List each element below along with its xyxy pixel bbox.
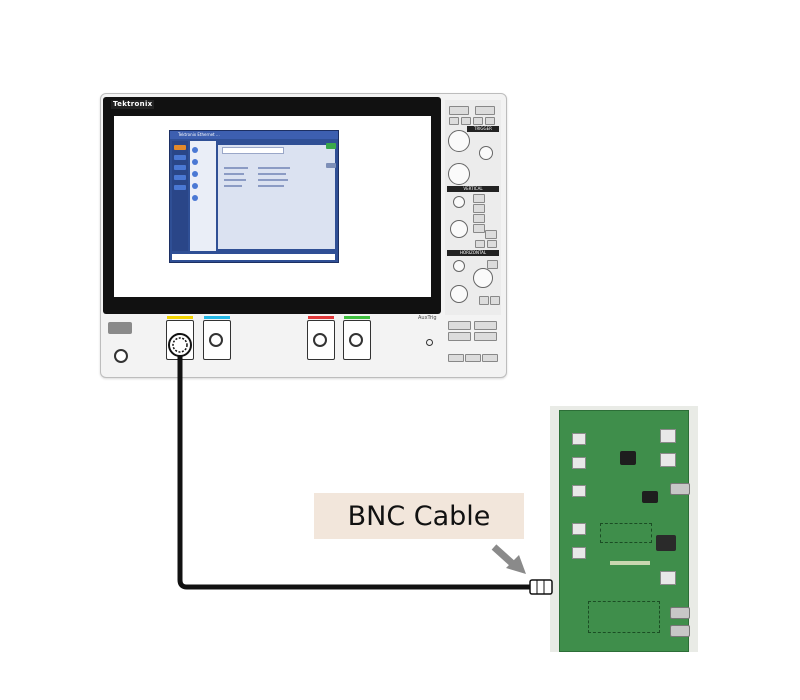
pointer-arrow (491, 544, 526, 574)
ch3-color-bar (308, 316, 334, 319)
step-marker (192, 195, 198, 201)
ch4-color-bar (344, 316, 370, 319)
dropdown-field[interactable] (222, 147, 284, 154)
step-marker (192, 183, 198, 189)
board-cable-plug (529, 579, 553, 595)
step-marker (192, 147, 198, 153)
scope-control-panel: TRIGGER VERTICAL HORIZONTAL (445, 100, 501, 315)
trigger-level-knob[interactable] (479, 146, 493, 160)
list-item (224, 167, 248, 169)
software-sidebar (172, 141, 188, 251)
sidebar-button[interactable] (174, 165, 186, 170)
software-step-list (190, 141, 216, 251)
scope-brand-logo: Tektronix (111, 100, 155, 109)
run-indicator[interactable] (326, 143, 336, 149)
bnc-cable-label: BNC Cable (314, 493, 524, 539)
sidebar-button[interactable] (174, 175, 186, 180)
front-button[interactable] (448, 332, 471, 341)
list-item (258, 173, 286, 175)
ch1-color-bar (167, 316, 193, 319)
channel-button[interactable] (473, 224, 485, 233)
channel-button[interactable] (473, 204, 485, 213)
panel-button[interactable] (449, 117, 459, 125)
panel-button[interactable] (485, 117, 495, 125)
board-trace-area (588, 601, 660, 633)
front-button[interactable] (448, 354, 464, 362)
panel-button[interactable] (473, 117, 483, 125)
lower-knob[interactable] (448, 163, 470, 185)
channel-button[interactable] (473, 194, 485, 203)
panel-button[interactable] (487, 260, 498, 269)
front-button[interactable] (448, 321, 471, 330)
sidebar-button[interactable] (174, 185, 186, 190)
vertical-scale-knob[interactable] (450, 220, 468, 238)
panel-button[interactable] (490, 296, 500, 305)
front-button[interactable] (465, 354, 481, 362)
board-bnc-connector (670, 483, 690, 495)
board-bnc-connector (670, 607, 690, 619)
board-bnc-connector (670, 625, 690, 637)
panel-button[interactable] (449, 106, 469, 115)
panel-button[interactable] (479, 296, 489, 305)
step-marker (192, 159, 198, 165)
channel-button[interactable] (473, 214, 485, 223)
board-chip (642, 491, 658, 503)
aux-trig-label: AuxTrig (418, 315, 437, 321)
horizontal-position-knob[interactable] (453, 260, 465, 272)
panel-button[interactable] (475, 240, 485, 248)
horizontal-section-label: HORIZONTAL (447, 250, 499, 256)
panel-button[interactable] (487, 240, 497, 248)
horizontal-scale-knob[interactable] (450, 285, 468, 303)
vertical-position-knob[interactable] (453, 196, 465, 208)
panel-button[interactable] (475, 106, 495, 115)
board-chip (620, 451, 636, 465)
usb-panel (108, 322, 132, 334)
rj45-connector (572, 485, 586, 497)
step-marker (192, 171, 198, 177)
board-chip (656, 535, 676, 551)
bnc-cable (177, 338, 532, 590)
evaluation-board (559, 410, 690, 652)
screen-control[interactable] (326, 163, 336, 168)
software-window-title: Tektronix Ethernet ... (170, 131, 338, 139)
panel-button[interactable] (485, 230, 497, 239)
front-button[interactable] (474, 332, 497, 341)
list-item (224, 179, 246, 181)
trigger-section-label: TRIGGER (467, 126, 499, 132)
list-item (258, 179, 288, 181)
software-window: Tektronix Ethernet ... (169, 130, 339, 263)
power-button[interactable] (114, 349, 128, 363)
aux-trig-connector (426, 339, 433, 346)
panel-button[interactable] (461, 117, 471, 125)
rj45-connector (572, 523, 586, 535)
rj45-connector (572, 547, 586, 559)
rj45-connector (660, 453, 676, 467)
ch2-bnc-connector (209, 333, 223, 347)
board-silkscreen (610, 561, 650, 565)
ch1-cable-plug (168, 333, 192, 357)
rj45-connector (660, 571, 676, 585)
sidebar-button[interactable] (174, 155, 186, 160)
software-status-bar (172, 254, 335, 260)
list-item (258, 167, 290, 169)
ch2-color-bar (204, 316, 230, 319)
list-item (224, 173, 244, 175)
upper-knob[interactable] (448, 130, 470, 152)
sidebar-button[interactable] (174, 145, 186, 150)
rj45-connector (572, 457, 586, 469)
list-item (258, 185, 284, 187)
rj45-connector (572, 433, 586, 445)
vertical-section-label: VERTICAL (447, 186, 499, 192)
front-button[interactable] (474, 321, 497, 330)
navigation-knob[interactable] (473, 268, 493, 288)
list-item (224, 185, 242, 187)
ch4-bnc-connector (349, 333, 363, 347)
software-main-pane (218, 145, 335, 249)
board-trace-area (600, 523, 652, 543)
rj45-connector (660, 429, 676, 443)
front-button[interactable] (482, 354, 498, 362)
ch3-bnc-connector (313, 333, 327, 347)
